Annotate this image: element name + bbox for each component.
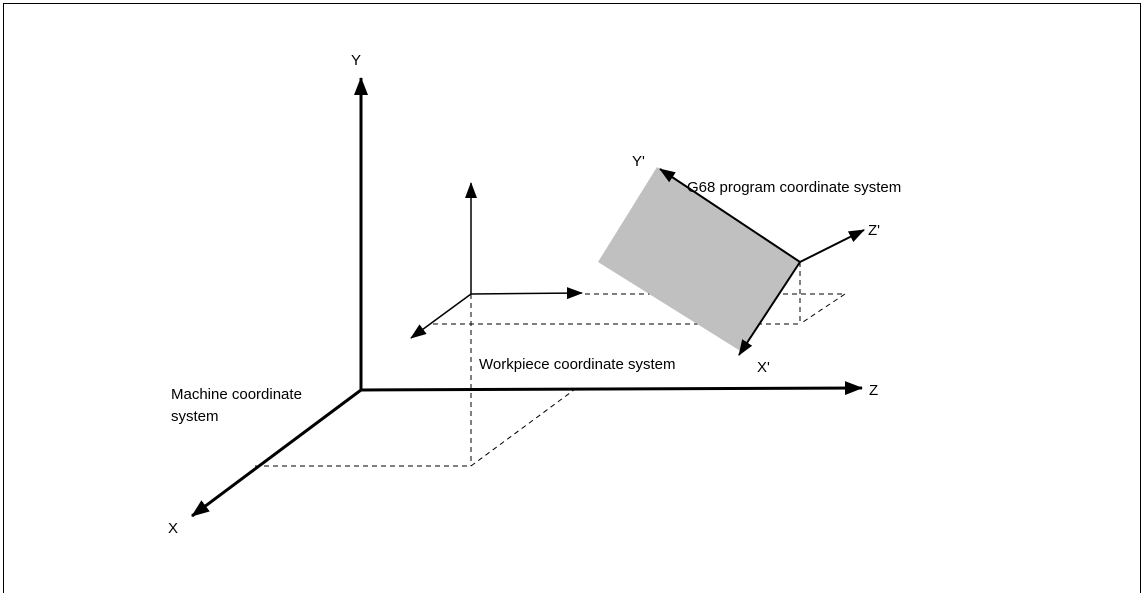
- machine-x-label: X: [168, 520, 178, 537]
- program-y-label: Y': [632, 153, 645, 170]
- diagram-frame: [3, 3, 1141, 593]
- workpiece-x-axis: [410, 293, 472, 339]
- machine-y-label: Y: [351, 52, 361, 69]
- machine-z-axis: [360, 381, 863, 396]
- program-caption: G68 program coordinate system: [687, 179, 901, 196]
- program-axes: [659, 168, 865, 356]
- workpiece-axes: [410, 182, 583, 339]
- program-z-label: Z': [868, 222, 880, 239]
- machine-z-label: Z: [869, 382, 878, 399]
- program-y-axis: [659, 168, 801, 263]
- machine-caption-line1: Machine coordinate: [171, 386, 302, 403]
- workpiece-z-axis: [470, 287, 583, 300]
- program-x-label: X': [757, 359, 770, 376]
- program-plane: [598, 167, 800, 352]
- program-x-axis: [738, 261, 801, 356]
- machine-x-axis: [191, 388, 362, 518]
- workpiece-caption: Workpiece coordinate system: [479, 356, 675, 373]
- machine-caption-line2: system: [171, 408, 219, 425]
- machine-axes: [191, 77, 863, 518]
- program-z-axis: [799, 229, 865, 263]
